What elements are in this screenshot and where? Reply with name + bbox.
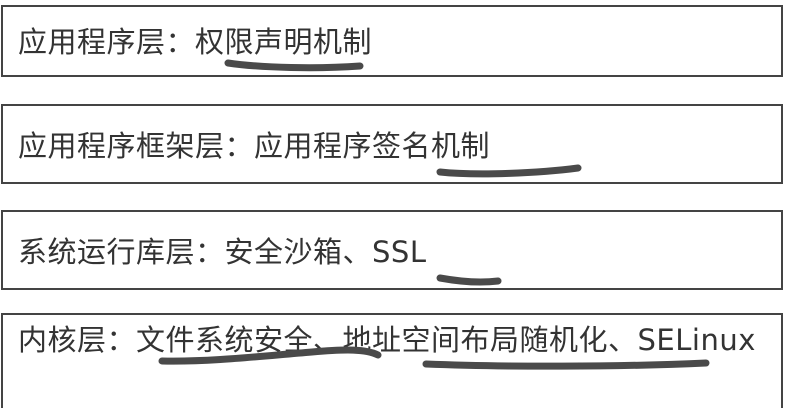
application-layer-text: 应用程序层：权限声明机制 <box>18 25 372 59</box>
kernel-layer-label: 内核层： <box>18 323 137 357</box>
kernel-layer-text: 内核层：文件系统安全、地址空间布局随机化、SELinux <box>18 321 778 359</box>
application-layer-mechanisms: 权限声明机制 <box>195 25 373 59</box>
runtime-layer-label: 系统运行库层： <box>18 235 225 269</box>
kernel-layer-box: 内核层：文件系统安全、地址空间布局随机化、SELinux <box>1 313 783 408</box>
kernel-layer-mechanisms: 文件系统安全、地址空间布局随机化、SELinux <box>136 323 756 357</box>
runtime-layer-box: 系统运行库层：安全沙箱、SSL <box>1 210 783 290</box>
framework-layer-label: 应用程序框架层： <box>18 129 255 163</box>
runtime-layer-mechanisms: 安全沙箱、SSL <box>224 235 427 269</box>
runtime-layer-text: 系统运行库层：安全沙箱、SSL <box>18 235 427 269</box>
application-layer-box: 应用程序层：权限声明机制 <box>1 5 783 77</box>
framework-layer-text: 应用程序框架层：应用程序签名机制 <box>18 129 490 163</box>
framework-layer-box: 应用程序框架层：应用程序签名机制 <box>1 104 783 184</box>
application-layer-label: 应用程序层： <box>18 25 196 59</box>
framework-layer-mechanisms: 应用程序签名机制 <box>254 129 491 163</box>
